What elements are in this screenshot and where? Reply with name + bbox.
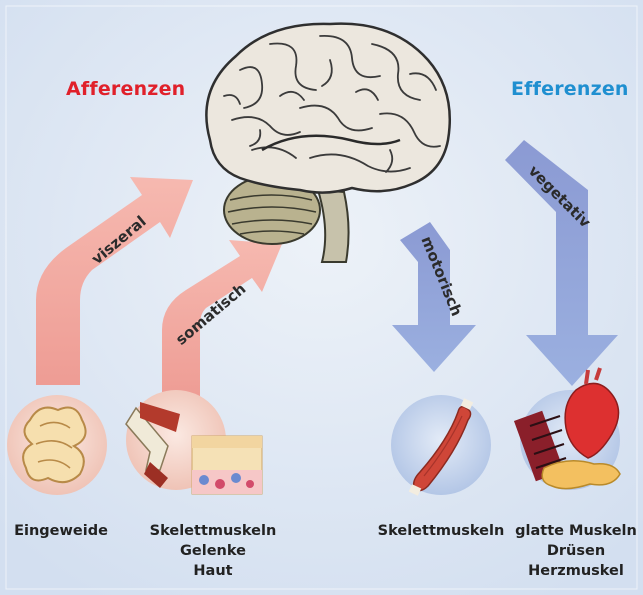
skeletal-muscle-icon [391, 395, 491, 496]
efferent-heading: Efferenzen [511, 78, 629, 100]
vegetative-target-heart-muscle: Herzmuskel [512, 561, 640, 581]
vegetative-targets-caption: glatte Muskeln Drüsen Herzmuskel [512, 521, 640, 581]
somatic-targets-caption: Skelettmuskeln Gelenke Haut [138, 521, 288, 581]
intestine-icon [7, 395, 107, 495]
viscera-label: Eingeweide [2, 521, 120, 541]
viscera-caption: Eingeweide [2, 521, 120, 541]
afferent-heading: Afferenzen [66, 78, 185, 100]
vegetative-target-smooth-muscle: glatte Muskeln [512, 521, 640, 541]
somatic-target-muscles: Skelettmuskeln [138, 521, 288, 541]
somatic-target-joints: Gelenke [138, 541, 288, 561]
motor-targets-caption: Skelettmuskeln [366, 521, 516, 541]
somatic-target-skin: Haut [138, 561, 288, 581]
motor-target-muscles: Skelettmuskeln [366, 521, 516, 541]
vegetative-target-glands: Drüsen [512, 541, 640, 561]
